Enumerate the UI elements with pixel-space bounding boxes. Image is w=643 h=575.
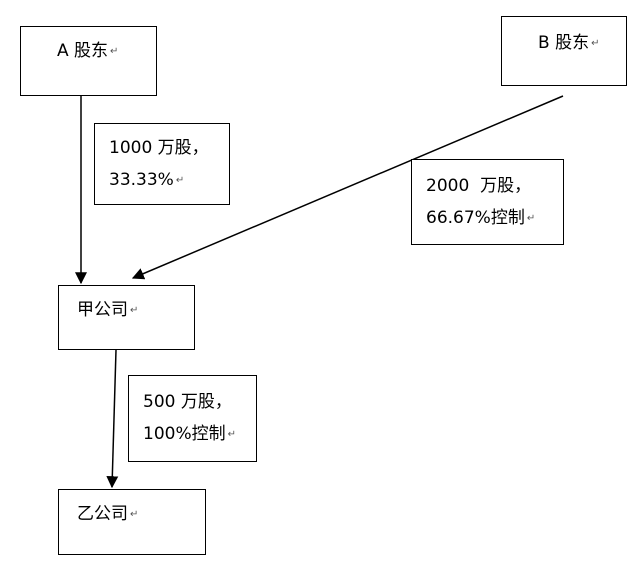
arrow-b-to-jia [131, 95, 564, 280]
company-yi-box: 乙公司↵ [58, 489, 206, 555]
shareholder-a-label: A 股东 [57, 41, 109, 61]
paragraph-mark-icon: ↵ [526, 212, 536, 224]
paragraph-mark-icon: ↵ [110, 45, 119, 57]
edge-b-percent: 66.67%控制 [426, 208, 525, 229]
shareholder-a-box: A 股东↵ [20, 26, 157, 96]
paragraph-mark-icon: ↵ [227, 428, 236, 440]
arrow-jia-to-yi [106, 349, 119, 489]
edge-a-percent: 33.33% [109, 170, 174, 191]
edge-a-shares: 1000 万股， [109, 138, 209, 158]
edge-label-b-to-jia: 2000 万股， 66.67%控制↵ [411, 159, 564, 245]
paragraph-mark-icon: ↵ [130, 304, 139, 316]
shareholder-b-box: B 股东↵ [501, 16, 627, 86]
company-jia-label: 甲公司 [77, 300, 128, 320]
paragraph-mark-icon: ↵ [175, 174, 185, 186]
paragraph-mark-icon: ↵ [130, 508, 139, 520]
edge-jia-shares: 500 万股， [143, 392, 232, 412]
edge-b-shares: 2000 万股， [426, 176, 532, 196]
paragraph-mark-icon: ↵ [591, 37, 600, 49]
company-jia-box: 甲公司↵ [58, 285, 195, 350]
edge-label-jia-to-yi: 500 万股， 100%控制↵ [128, 375, 257, 462]
company-yi-label: 乙公司 [77, 504, 128, 524]
edge-jia-percent: 100%控制 [143, 424, 226, 445]
shareholder-b-label: B 股东 [538, 33, 590, 53]
edge-label-a-to-jia: 1000 万股， 33.33%↵ [94, 123, 230, 205]
